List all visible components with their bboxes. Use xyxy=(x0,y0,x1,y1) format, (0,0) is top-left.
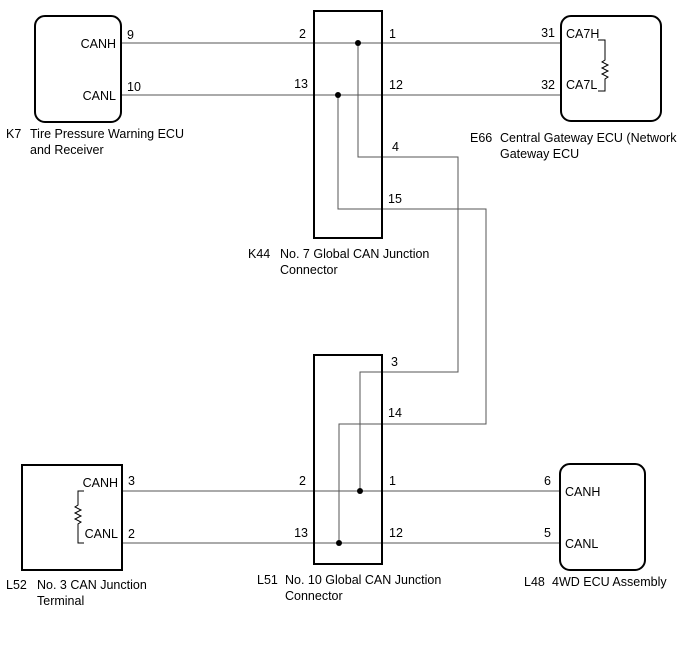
l52-pin-h: 3 xyxy=(128,474,135,488)
k44-branch-h xyxy=(357,43,382,158)
k44-pin-out-h: 1 xyxy=(389,27,396,41)
e66-name-line2: Gateway ECU xyxy=(500,147,579,161)
l48-box xyxy=(559,463,646,571)
e66-canh-label: CA7H xyxy=(566,27,599,41)
l51-pin-in-h: 2 xyxy=(299,474,306,488)
wires xyxy=(121,42,561,544)
l52-pin-l: 2 xyxy=(128,527,135,541)
l48-name-line1: 4WD ECU Assembly xyxy=(552,575,667,589)
k7-pin-h: 9 xyxy=(127,28,134,42)
k44-pin-out-l: 12 xyxy=(389,78,403,92)
k44-code: K44 xyxy=(248,247,270,261)
l51-box xyxy=(313,354,383,565)
k44-pin-in-l: 13 xyxy=(294,77,308,91)
l52-canh-label: CANH xyxy=(83,476,118,490)
l51-splice-l xyxy=(336,540,342,546)
l51-pin-out-l: 12 xyxy=(389,526,403,540)
component-boxes xyxy=(21,10,662,571)
l52-resistor-icon xyxy=(73,490,84,544)
l52-code: L52 xyxy=(6,578,27,592)
l48-pin-l: 5 xyxy=(544,526,551,540)
k44-pin-down-l: 15 xyxy=(388,192,402,206)
e66-box xyxy=(560,15,662,122)
k44-pin-in-h: 2 xyxy=(299,27,306,41)
l52-name-line1: No. 3 CAN Junction xyxy=(37,578,147,592)
l52-name-line2: Terminal xyxy=(37,594,84,608)
terminators xyxy=(73,39,610,544)
l51-name-line2: Connector xyxy=(285,589,343,603)
e66-name-line1: Central Gateway ECU (Network xyxy=(500,131,677,145)
e66-canl-label: CA7L xyxy=(566,78,597,92)
k7-code: K7 xyxy=(6,127,21,141)
l51-name-line1: No. 10 Global CAN Junction xyxy=(285,573,441,587)
l48-canl-label: CANL xyxy=(565,537,598,551)
e66-pin-l: 32 xyxy=(541,78,555,92)
e66-pin-h: 31 xyxy=(541,26,555,40)
k44-box xyxy=(313,10,383,239)
l51-branch-l xyxy=(338,423,382,543)
l52-canl-label: CANL xyxy=(85,527,118,541)
k44-name-line2: Connector xyxy=(280,263,338,277)
k7-name-line1: Tire Pressure Warning ECU xyxy=(30,127,184,141)
k44-splice-l xyxy=(335,92,341,98)
l51-branch-h xyxy=(359,371,382,491)
l51-pin-up-h: 3 xyxy=(391,355,398,369)
l48-pin-h: 6 xyxy=(544,474,551,488)
k7-box xyxy=(34,15,122,123)
l48-canh-label: CANH xyxy=(565,485,600,499)
wire-k44-l51-canl xyxy=(382,208,487,425)
l51-pin-in-l: 13 xyxy=(294,526,308,540)
k44-pin-down-h: 4 xyxy=(392,140,399,154)
l51-pin-out-h: 1 xyxy=(389,474,396,488)
k44-branch-l xyxy=(337,95,382,210)
k7-canl-label: CANL xyxy=(83,89,116,103)
k7-canh-label: CANH xyxy=(81,37,116,51)
l51-code: L51 xyxy=(257,573,278,587)
l51-splice-h xyxy=(357,488,363,494)
k7-pin-l: 10 xyxy=(127,80,141,94)
splice-dots xyxy=(335,40,363,546)
k7-name-line2: and Receiver xyxy=(30,143,104,157)
l51-pin-up-l: 14 xyxy=(388,406,402,420)
l52-box xyxy=(21,464,123,571)
k44-splice-h xyxy=(355,40,361,46)
l48-code: L48 xyxy=(524,575,545,589)
e66-code: E66 xyxy=(470,131,492,145)
e66-resistor-icon xyxy=(598,39,610,92)
k44-name-line1: No. 7 Global CAN Junction xyxy=(280,247,429,261)
wire-k44-l51-canh xyxy=(382,156,459,373)
